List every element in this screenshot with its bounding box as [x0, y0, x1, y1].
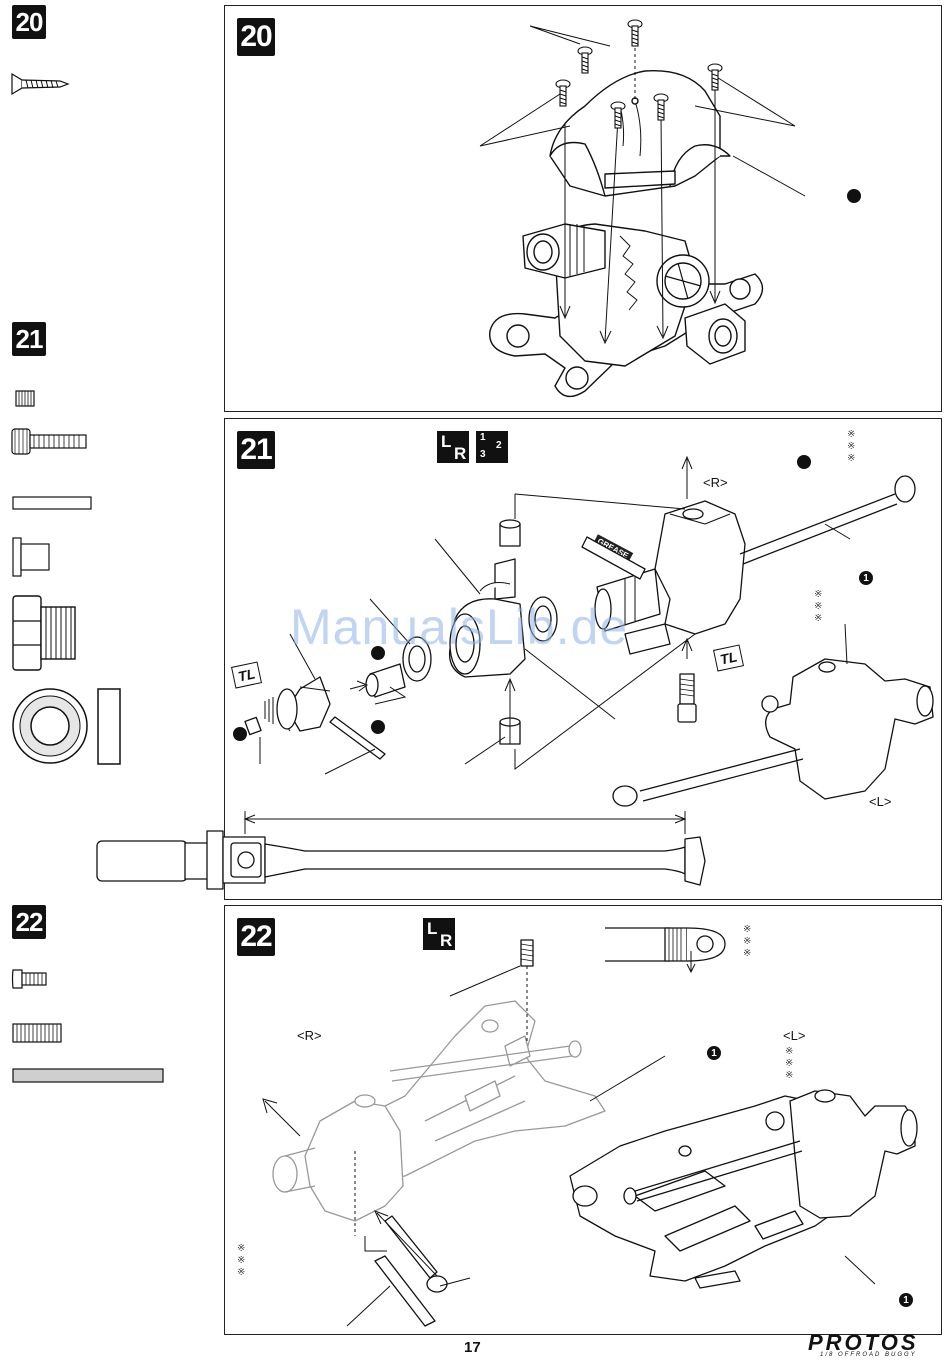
- pin-icon: [12, 496, 94, 512]
- flanged-bushing-icon: [12, 537, 52, 579]
- cap-screw-icon: [12, 428, 92, 456]
- step-22-side-badge: 22: [12, 905, 46, 939]
- button-head-screw-icon: [12, 968, 52, 990]
- step-22-panel: 22 L R ※※※ <R> <L> 1 ※※※ ※※※ 1: [224, 905, 942, 1335]
- hex-hub-icon: [12, 595, 78, 673]
- brand-logo-subtitle: 1/8 OFFROAD BUGGY: [820, 1352, 917, 1358]
- page-number: 17: [464, 1339, 481, 1356]
- step-20-panel: 20: [224, 5, 942, 412]
- hinge-pin-icon: [12, 1068, 168, 1086]
- step-21-side-badge: 21: [12, 322, 46, 356]
- watermark: ManualsLib.de: [290, 598, 628, 656]
- tapping-screw-icon: [12, 72, 72, 96]
- drive-shaft-assembly-illustration: [225, 419, 941, 899]
- ball-bearing-icon: [12, 688, 130, 768]
- differential-housing-illustration: [225, 6, 941, 411]
- long-set-screw-icon: [12, 1023, 66, 1045]
- step-20-side-badge: 20: [12, 5, 46, 39]
- suspension-arm-assembly-illustration: [225, 906, 941, 1334]
- step-21-panel: 21 L R 1 2 3 ※※※ <R> 1 ※※※ <L> TL TL GRE…: [224, 418, 942, 900]
- set-screw-icon: [15, 390, 37, 408]
